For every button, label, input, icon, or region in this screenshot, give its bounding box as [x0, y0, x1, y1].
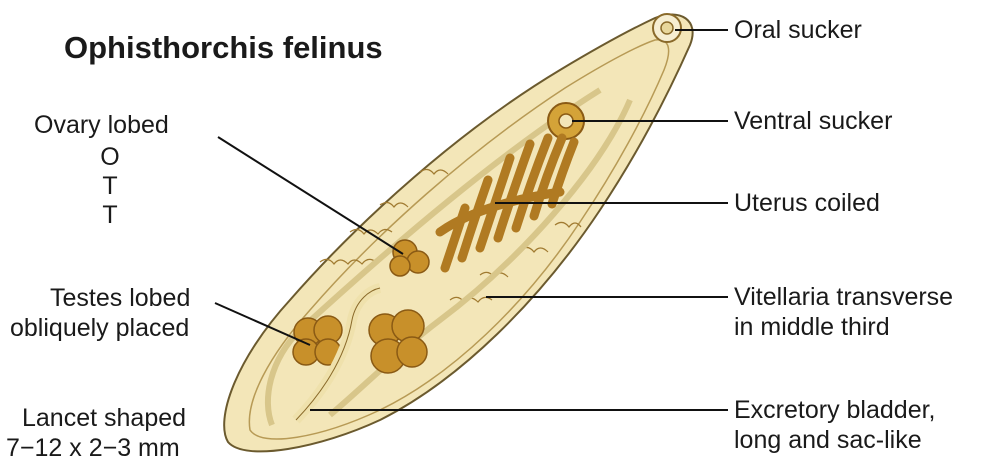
label-shape-line1: Lancet shaped [22, 404, 186, 433]
label-mnemonic-t1: T [100, 172, 120, 201]
label-testes-line1: Testes lobed [50, 284, 190, 313]
testis-anterior [369, 310, 427, 373]
label-ovary: Ovary lobed [34, 111, 169, 140]
label-bladder-line2: long and sac-like [734, 426, 922, 455]
label-uterus: Uterus coiled [734, 189, 880, 218]
label-testes-line2: obliquely placed [10, 314, 189, 343]
label-ventral-sucker: Ventral sucker [734, 107, 892, 136]
label-vitellaria-line2: in middle third [734, 313, 890, 342]
diagram-title: Ophisthorchis felinus [64, 30, 383, 66]
label-bladder-line1: Excretory bladder, [734, 396, 936, 425]
label-mnemonic-o: O [100, 143, 120, 172]
label-oral-sucker: Oral sucker [734, 16, 862, 45]
label-shape-line2: 7−12 x 2−3 mm [6, 434, 180, 463]
label-mnemonic-t2: T [100, 201, 120, 230]
leader-ovary [218, 137, 403, 254]
label-vitellaria-line1: Vitellaria transverse [734, 283, 953, 312]
